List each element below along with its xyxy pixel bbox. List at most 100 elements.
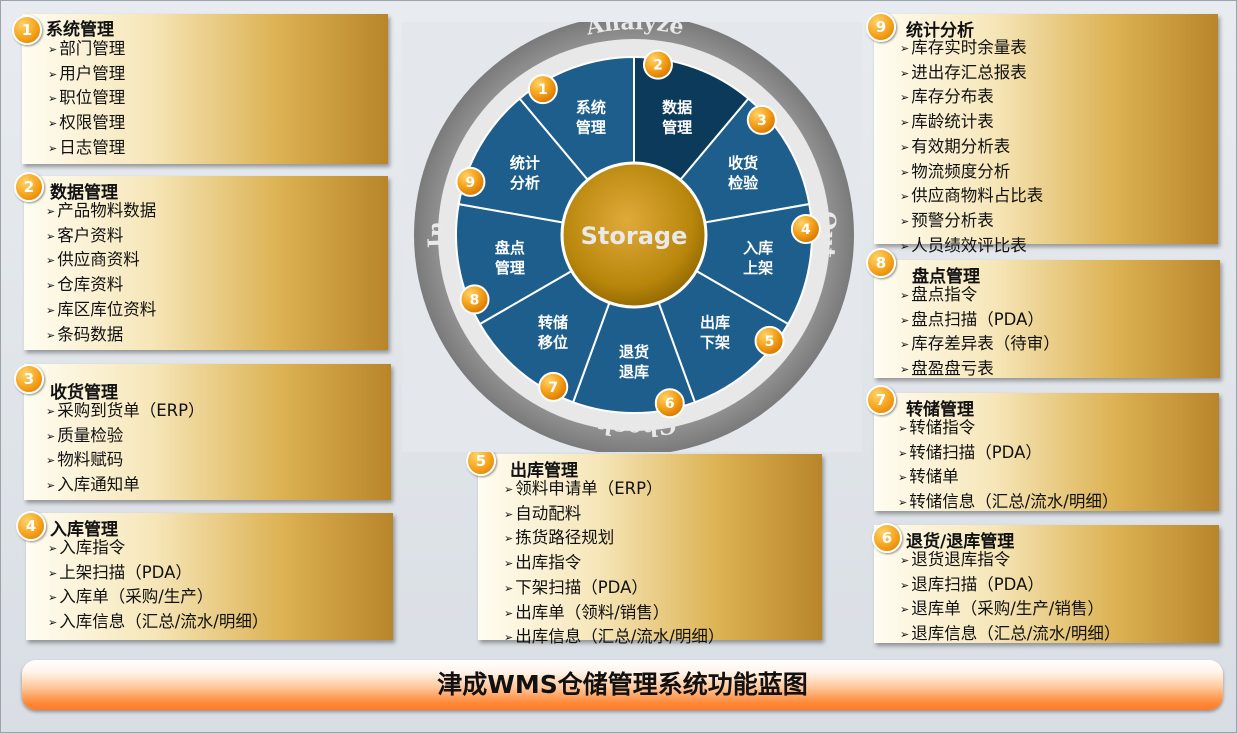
panel-return-management: 6 退货/退库管理 退货退库指令 退库扫描（PDA） 退库单（采购/生产/销售）… — [872, 523, 1219, 643]
segment-label: 管理 — [662, 119, 692, 137]
list-item: 自动配料 — [504, 503, 724, 528]
list-item: 物料赋码 — [46, 449, 205, 474]
list-item: 条码数据 — [46, 324, 156, 349]
segment-number-badge — [790, 213, 821, 244]
list-item: 供应商物料占比表 — [900, 185, 1043, 210]
ring-word-analyze: Analyze — [583, 22, 686, 41]
list-item: 仓库资料 — [46, 274, 156, 299]
list-item: 客户资料 — [46, 225, 156, 250]
list-item: 出库信息（汇总/流水/明细） — [504, 626, 724, 651]
segment-number-badge — [527, 74, 558, 105]
list-item: 采购到货单（ERP） — [46, 400, 204, 425]
number-badge: 7 — [866, 385, 896, 415]
segment-number-badge — [459, 284, 490, 315]
list-item: 部门管理 — [48, 38, 125, 63]
segment-number-badge — [654, 388, 685, 419]
segment-label: 管理 — [495, 259, 525, 277]
panel-transfer-management: 7 转储管理 转储指令 转储扫描（PDA） 转储单 转储信息（汇总/流水/明细） — [866, 385, 1219, 511]
item-list: 部门管理 用户管理 职位管理 权限管理 日志管理 — [48, 38, 125, 162]
segment-number: 1 — [538, 82, 548, 98]
list-item: 权限管理 — [48, 112, 125, 137]
segment-number: 7 — [548, 380, 558, 396]
ring-word-in: In — [423, 221, 449, 249]
list-item: 上架扫描（PDA） — [48, 562, 268, 587]
segment-label: 统计 — [510, 154, 540, 172]
segment-number: 8 — [470, 292, 480, 308]
list-item: 入库指令 — [48, 537, 268, 562]
item-list: 库存实时余量表 进出存汇总报表 库存分布表 库龄统计表 有效期分析表 物流频度分… — [900, 37, 1043, 259]
list-item: 日志管理 — [48, 137, 125, 162]
page-title: 津成WMS仓储管理系统功能蓝图 — [22, 660, 1223, 710]
list-item: 退货退库指令 — [900, 549, 1120, 574]
panel-title: 出库管理 — [510, 461, 578, 481]
item-list: 产品物料数据 客户资料 供应商资料 仓库资料 库区库位资料 条码数据 — [46, 200, 156, 348]
list-item: 入库通知单 — [46, 474, 205, 499]
list-item: 有效期分析表 — [900, 136, 1043, 161]
segment-label: 退库 — [619, 363, 649, 381]
panel-title: 退货/退库管理 — [906, 532, 1015, 552]
list-item: 盘点扫描（PDA） — [900, 309, 1060, 334]
panel-statistics-analysis: 9 统计分析 库存实时余量表 进出存汇总报表 库存分布表 库龄统计表 有效期分析… — [866, 12, 1218, 255]
item-list: 盘点指令 盘点扫描（PDA） 库存差异表（待审） 盘盈盘亏表 — [900, 284, 1060, 383]
list-item: 人员绩效评比表 — [900, 235, 1043, 260]
segment-number: 3 — [757, 113, 767, 129]
panel-system-management: 1 系统管理 部门管理 用户管理 职位管理 权限管理 日志管理 — [12, 14, 388, 164]
segment-label: 数据 — [662, 99, 692, 117]
list-item: 用户管理 — [48, 63, 125, 88]
segment-number-badge — [455, 166, 486, 197]
item-list: 转储指令 转储扫描（PDA） 转储单 转储信息（汇总/流水/明细） — [898, 417, 1118, 516]
list-item: 出库指令 — [504, 552, 724, 577]
list-item: 供应商资料 — [46, 249, 156, 274]
number-badge: 6 — [872, 523, 902, 553]
number-badge: 3 — [14, 364, 44, 394]
segment-label: 转储 — [538, 314, 568, 332]
panel-outbound-management: 5 出库管理 领料申请单（ERP） 自动配料 拣货路径规划 出库指令 下架扫描（… — [466, 446, 822, 646]
list-item: 盘盈盘亏表 — [900, 358, 1060, 383]
list-item: 物流频度分析 — [900, 161, 1043, 186]
segment-label: 分析 — [510, 174, 540, 192]
segment-number-badge — [538, 371, 569, 402]
segment-label: 上架 — [743, 259, 773, 277]
list-item: 库龄统计表 — [900, 111, 1043, 136]
list-item: 进出存汇总报表 — [900, 62, 1043, 87]
segment-number-badge — [754, 325, 785, 356]
list-item: 出库单（领料/销售） — [504, 602, 724, 627]
panel-stocktaking-management: 8 盘点管理 盘点指令 盘点扫描（PDA） 库存差异表（待审） 盘盈盘亏表 — [866, 248, 1220, 378]
number-badge: 2 — [14, 172, 44, 202]
list-item: 库区库位资料 — [46, 299, 156, 324]
item-list: 退货退库指令 退库扫描（PDA） 退库单（采购/生产/销售） 退库信息（汇总/流… — [900, 549, 1120, 648]
panel-inbound-management: 4 入库管理 入库指令 上架扫描（PDA） 入库单（采购/生产） 入库信息（汇总… — [16, 511, 393, 640]
panel-title: 转储管理 — [906, 400, 974, 420]
segment-number: 6 — [665, 396, 675, 412]
segment-number: 5 — [765, 334, 775, 350]
segment-number: 4 — [801, 222, 811, 238]
list-item: 盘点指令 — [900, 284, 1060, 309]
number-badge: 8 — [866, 248, 896, 278]
segment-label: 检验 — [728, 174, 759, 192]
panel-data-management: 2 数据管理 产品物料数据 客户资料 供应商资料 仓库资料 库区库位资料 条码数… — [14, 172, 388, 350]
number-badge: 1 — [12, 15, 42, 45]
list-item: 退库单（采购/生产/销售） — [900, 598, 1120, 623]
segment-label: 出库 — [700, 314, 730, 332]
segment-number: 9 — [466, 175, 476, 191]
segment-label: 移位 — [538, 334, 568, 352]
list-item: 库存分布表 — [900, 86, 1043, 111]
list-item: 下架扫描（PDA） — [504, 577, 724, 602]
list-item: 入库信息（汇总/流水/明细） — [48, 611, 268, 636]
list-item: 转储信息（汇总/流水/明细） — [898, 491, 1118, 516]
segment-number: 2 — [653, 58, 663, 74]
list-item: 产品物料数据 — [46, 200, 156, 225]
segment-label: 盘点 — [495, 239, 525, 257]
panel-title: 数据管理 — [50, 183, 118, 203]
storage-wheel: Analyze Out Check In 系统管理数据管理收货检验入库上架出库下… — [402, 22, 862, 452]
panel-title: 收货管理 — [50, 383, 118, 403]
storage-hub — [560, 161, 708, 309]
hub-label: Storage — [581, 222, 688, 250]
number-badge: 9 — [866, 12, 896, 42]
panel-title: 盘点管理 — [912, 267, 980, 287]
panel-title: 入库管理 — [50, 520, 118, 540]
segment-label: 收货 — [728, 154, 758, 172]
segment-label: 入库 — [743, 239, 773, 257]
segment-label: 下架 — [700, 334, 730, 352]
segment-label: 管理 — [576, 119, 606, 137]
